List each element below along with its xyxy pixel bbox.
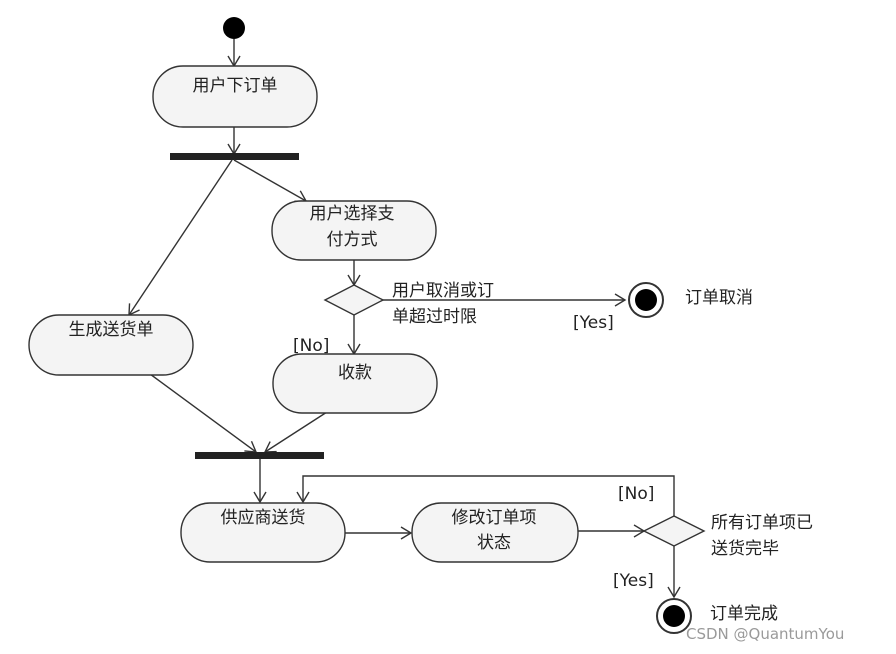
watermark: CSDN @QuantumYou [686,625,844,643]
initial-node [223,17,245,39]
edge-collect-to-join [263,411,328,453]
guard-yes-cancel: [Yes] [573,313,614,333]
edge-delivery-note-to-join [149,373,258,453]
edge-fork-to-delivery-note [128,159,233,317]
activity-update-items-label-2: 状态 [477,533,511,553]
decision-all-delivered-label-2: 送货完毕 [711,539,779,559]
decision-all-delivered-label-1: 所有订单项已 [711,513,813,533]
decision-cancel-label-2: 单超过时限 [392,307,477,327]
decision-all-delivered [642,515,706,547]
activity-choose-payment-label-1: 用户选择支 [310,204,395,224]
activity-supplier-delivery [180,502,346,563]
final-cancelled-label: 订单取消 [685,288,753,308]
edge-loop-no [296,475,675,516]
activity-collect-payment [272,353,438,414]
join-bar [195,452,324,459]
final-completed-label: 订单完成 [710,604,778,624]
final-node-completed-inner [663,605,685,627]
activity-update-items [411,502,579,563]
fork-bar [170,153,299,160]
activity-collect-payment-label: 收款 [338,363,372,383]
final-node-cancelled-inner [635,289,657,311]
activity-place-order-label: 用户下订单 [193,76,278,96]
activity-generate-delivery [28,314,194,376]
guard-yes-delivered: [Yes] [613,571,654,591]
activity-supplier-delivery-label: 供应商送货 [221,508,306,528]
edge-fork-to-payment [233,159,308,202]
decision-cancel-label-1: 用户取消或订 [392,281,494,301]
guard-no-delivered: [No] [618,484,654,504]
activity-generate-delivery-label: 生成送货单 [69,320,154,340]
activity-place-order [152,65,318,128]
decision-cancel [323,284,385,316]
guard-no-cancel: [No] [293,336,329,356]
activity-choose-payment [271,200,437,261]
activity-choose-payment-label-2: 付方式 [327,230,378,250]
activity-update-items-label-1: 修改订单项 [452,508,537,528]
